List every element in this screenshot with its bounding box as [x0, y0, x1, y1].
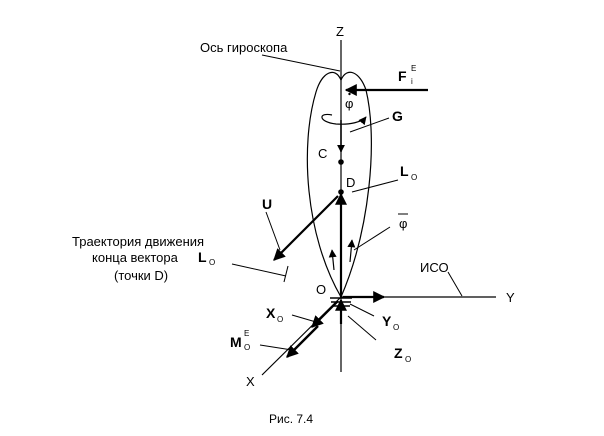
label-c: C — [318, 146, 327, 161]
trajectory-leader — [231, 263, 287, 277]
trajectory-loop — [306, 71, 372, 299]
label-force: F — [398, 68, 407, 84]
label-m-sup: E — [244, 329, 249, 338]
loop-arrow-right — [347, 239, 356, 263]
g-label-leader — [349, 117, 390, 133]
label-origin: O — [316, 282, 326, 297]
label-z0-sub: O — [405, 355, 411, 364]
velocity-u-vector — [273, 195, 339, 261]
label-axis-x: X — [246, 374, 255, 389]
label-d: D — [346, 175, 355, 190]
point-d — [338, 189, 344, 195]
rotation-arc — [321, 113, 367, 126]
label-y0: Y — [382, 313, 392, 329]
x0-vector — [311, 300, 339, 328]
label-y0-sub: O — [393, 323, 399, 332]
label-z0: Z — [394, 345, 403, 361]
label-force-sup: E — [411, 64, 416, 73]
figure-caption: Рис. 7.4 — [269, 412, 313, 426]
gyro-axis-leader — [261, 54, 341, 72]
x0-leader — [291, 314, 317, 323]
label-axis-y: Y — [506, 290, 515, 305]
label-m: M — [230, 334, 242, 350]
label-phi-dot: φ — [345, 96, 353, 111]
label-x0: X — [266, 305, 276, 321]
label-trajectory-l: L — [198, 249, 207, 265]
iso-leader — [447, 271, 463, 297]
loop-arrow-left — [328, 249, 337, 271]
label-l-sub: O — [411, 173, 417, 182]
label-trajectory-line2: конца вектора — [92, 250, 179, 265]
label-m-sub: O — [244, 343, 250, 352]
label-axis-z: Z — [336, 24, 344, 39]
label-force-sub: i — [411, 77, 413, 86]
trajectory-leader-tick — [283, 265, 289, 283]
label-trajectory-line3: (точки D) — [114, 268, 168, 283]
z0-leader — [347, 315, 377, 341]
label-iso: ИСО — [420, 260, 449, 275]
label-phi-bar: φ — [399, 216, 407, 231]
moment-vector — [286, 325, 319, 358]
phi-dot-mark — [348, 92, 351, 96]
label-x0-sub: O — [277, 315, 283, 324]
label-l: L — [400, 163, 409, 179]
label-gyro-axis: Ось гироскопа — [200, 40, 288, 55]
m-leader — [259, 344, 293, 351]
label-trajectory-l-sub: O — [209, 258, 215, 267]
label-g: G — [392, 108, 403, 124]
u-label-leader — [265, 211, 281, 251]
phi-bar-leader — [353, 226, 391, 251]
l-label-leader — [351, 179, 399, 193]
y0-leader — [349, 303, 375, 317]
point-c — [338, 159, 344, 165]
label-u: U — [262, 196, 272, 212]
label-trajectory-line1: Траектория движения — [72, 234, 204, 249]
